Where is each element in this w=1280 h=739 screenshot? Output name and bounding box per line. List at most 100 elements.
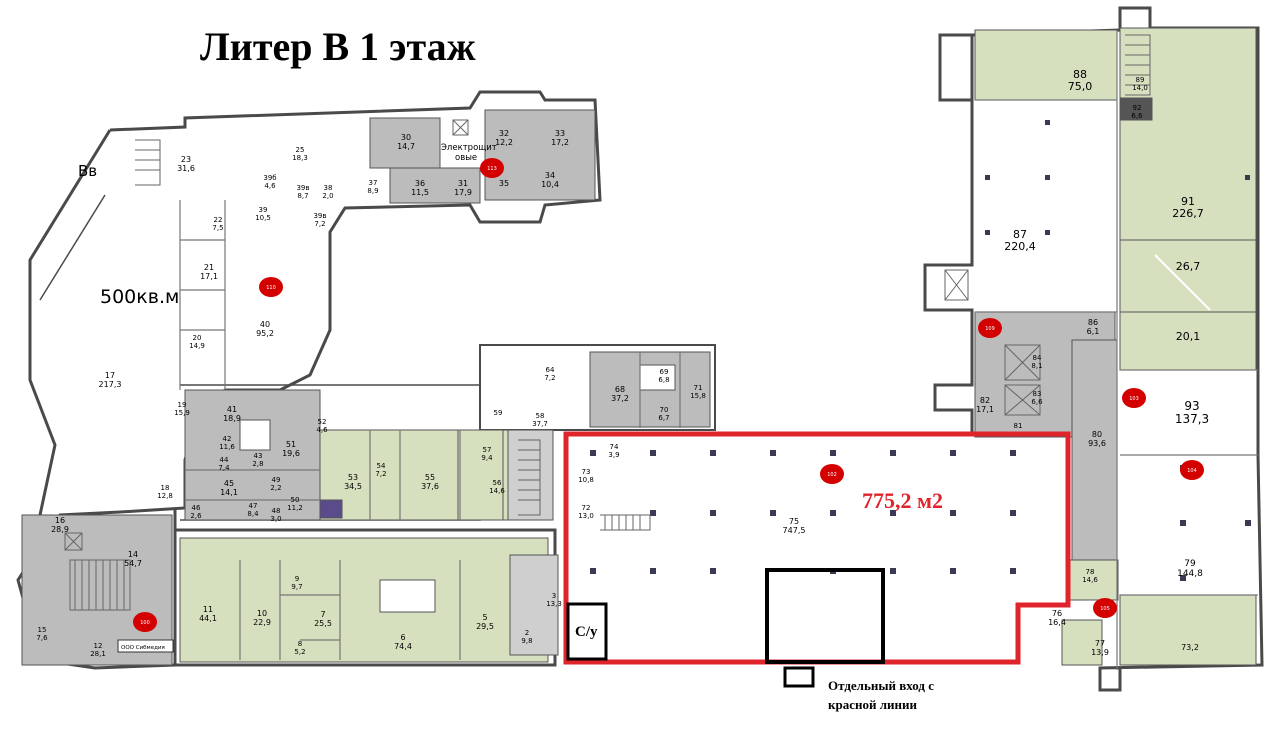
marker-badge: 109 (978, 318, 1002, 338)
room-number: 6 (400, 633, 405, 642)
room-number: 49 (272, 476, 281, 484)
room-area: 73,2 (1181, 643, 1199, 652)
room-75-area: 747,5 (783, 526, 806, 535)
room-number: 9 (295, 575, 299, 583)
marker-badge: 105 (1093, 598, 1117, 618)
room-number: 36 (415, 179, 425, 188)
room-area: 13,3 (546, 600, 562, 608)
rented-area (563, 431, 1071, 688)
room-number: 83 (1033, 390, 1042, 398)
room-number: 55 (425, 473, 435, 482)
marker-badge: 110 (259, 277, 283, 297)
marker-label: 103 (1129, 396, 1139, 402)
room-area: 11,2 (287, 504, 303, 512)
room-area: 37,7 (532, 420, 548, 428)
room-area: 25,5 (314, 619, 332, 628)
room-area: 217,3 (99, 380, 122, 389)
room-area: 4,6 (264, 182, 276, 190)
room-area: 10,8 (578, 476, 594, 484)
room-area: 9,4 (481, 454, 493, 462)
toilet-label: С/у (575, 624, 598, 640)
room-area: 11,6 (219, 443, 235, 451)
room-fills (21, 27, 1257, 666)
room-number: 52 (318, 418, 327, 426)
room-number: 45 (224, 479, 234, 488)
room-number: 41 (227, 405, 237, 414)
room-number: 86 (1088, 318, 1098, 327)
room-number: 72 (582, 504, 591, 512)
room-number: 33 (555, 129, 565, 138)
room-number: 50 (291, 496, 300, 504)
room-area: 37,2 (611, 394, 629, 403)
room-area: 13,9 (1091, 648, 1109, 657)
room-area: 28,1 (90, 650, 106, 658)
room-area: 7,2 (314, 220, 325, 228)
room-number: 76 (1052, 609, 1062, 618)
room-area: 14,1 (220, 488, 238, 497)
room-area: 6,8 (658, 376, 669, 384)
room-number: 82 (980, 396, 990, 405)
sign-label: ООО Сибмедия (121, 645, 165, 651)
marker-badge: 100 (133, 612, 157, 632)
room-number: 44 (220, 456, 229, 464)
marker-badge: 113 (480, 158, 504, 178)
room-area: 14,9 (189, 342, 205, 350)
room-number: 78 (1086, 568, 1095, 576)
room-number: 17 (105, 371, 115, 380)
room-number: 3 (552, 592, 556, 600)
room-number: 71 (694, 384, 703, 392)
entrance-note-1: Отдельный вход с (828, 678, 934, 693)
room-area: 95,2 (256, 329, 274, 338)
room-number: 89 (1136, 76, 1145, 84)
room-area: 54,7 (124, 559, 142, 568)
room-area: 14,7 (397, 142, 415, 151)
room-number: 56 (493, 479, 502, 487)
room-number: 51 (286, 440, 296, 449)
room-area: 13,0 (578, 512, 594, 520)
marker-label: 102 (827, 472, 837, 478)
room-area: 75,0 (1068, 80, 1093, 93)
room-number: 80 (1092, 430, 1102, 439)
room-number: 81 (1014, 422, 1023, 430)
room-area: 28,9 (51, 525, 69, 534)
marker-label: 109 (985, 326, 995, 332)
room-area: 5,2 (294, 648, 305, 656)
room-number: 21 (204, 263, 214, 272)
stairs (64, 34, 1151, 611)
room-number: 10 (257, 609, 267, 618)
room-number: 39в (313, 212, 326, 220)
room-area: 2,2 (270, 484, 281, 492)
entrance-note-2: красной линии (828, 697, 917, 712)
room-number: 53 (348, 473, 358, 482)
room-number: 39в (296, 184, 309, 192)
room-area: 12,2 (495, 138, 513, 147)
room-area: 74,4 (394, 642, 412, 651)
room-area: 17,1 (976, 405, 994, 414)
room-area: 8,9 (367, 187, 378, 195)
room-area: 20,1 (1176, 330, 1201, 343)
room-number: 84 (1033, 354, 1042, 362)
area-annotation: 500кв.м (100, 286, 179, 308)
room-number: 19 (178, 401, 187, 409)
room-area: 10,5 (255, 214, 271, 222)
room-number: 18 (161, 484, 170, 492)
room-area: 29,5 (476, 622, 494, 631)
room-number: 7 (320, 610, 325, 619)
marker-label: 110 (266, 285, 276, 291)
room-number: 77 (1095, 639, 1105, 648)
room-number: 42 (223, 435, 232, 443)
room-number: 14 (128, 550, 138, 559)
room-area: 26,7 (1176, 260, 1201, 273)
room-area: 12,8 (157, 492, 173, 500)
room-number: 39б (263, 174, 276, 182)
marker-badge: 102 (820, 464, 844, 484)
room-number: 54 (377, 462, 386, 470)
room-number: 43 (254, 452, 263, 460)
room-area: 17,2 (551, 138, 569, 147)
room-number: 88 (1073, 68, 1087, 81)
page-title: Литер В 1 этаж (200, 24, 476, 69)
electrical-label-1: Электрощит (441, 143, 497, 153)
room-number: 70 (660, 406, 669, 414)
room-area: 34,5 (344, 482, 362, 491)
